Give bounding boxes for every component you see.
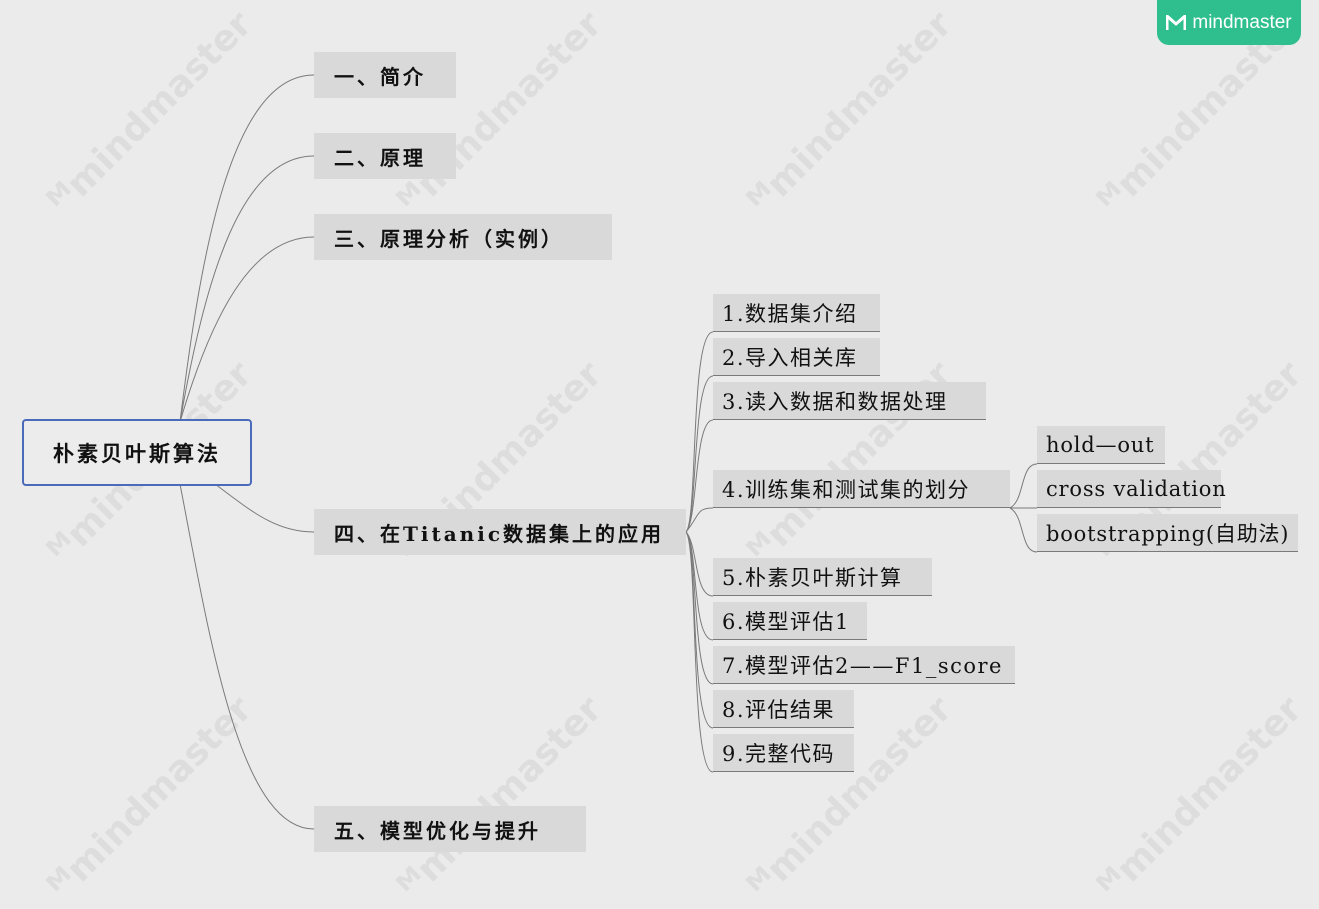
main-topic-titanic-application[interactable]: 四、在Titanic数据集上的应用 bbox=[314, 509, 686, 555]
sub-topic-model-eval-1[interactable]: 6.模型评估1 bbox=[713, 602, 867, 640]
sub-topic-import-libs[interactable]: 2.导入相关库 bbox=[713, 338, 880, 376]
connector-sub4-leaf-3 bbox=[1009, 507, 1038, 553]
root-topic[interactable]: 朴素贝叶斯算法 bbox=[22, 419, 252, 486]
main-topic-intro[interactable]: 一、简介 bbox=[314, 52, 456, 98]
connector-root-main-2 bbox=[179, 155, 315, 423]
connector-main4-sub-2 bbox=[685, 375, 714, 533]
sub-topic-eval-results[interactable]: 8.评估结果 bbox=[713, 690, 854, 728]
sub-topic-dataset-intro[interactable]: 1.数据集介绍 bbox=[713, 294, 880, 332]
mindmaster-brand-badge[interactable]: mindmaster bbox=[1157, 0, 1301, 45]
leaf-topic-cross-validation[interactable]: cross validation bbox=[1037, 470, 1226, 508]
leaf-topic-hold-out[interactable]: hold—out bbox=[1037, 426, 1165, 464]
mindmap-connectors bbox=[179, 74, 1038, 830]
sub-topic-train-test-split[interactable]: 4.训练集和测试集的划分 bbox=[713, 470, 1010, 508]
connector-main4-sub-9 bbox=[685, 531, 714, 773]
connector-root-main-3 bbox=[179, 236, 315, 423]
sub-topic-full-code[interactable]: 9.完整代码 bbox=[713, 734, 854, 772]
leaf-topic-bootstrapping[interactable]: bootstrapping(自助法) bbox=[1037, 514, 1298, 552]
connector-root-main-4 bbox=[214, 483, 315, 533]
connector-root-main-5 bbox=[179, 483, 315, 830]
connector-main4-sub-1 bbox=[685, 331, 714, 533]
main-topic-analysis[interactable]: 三、原理分析（实例） bbox=[314, 214, 612, 260]
sub-topic-model-eval-2[interactable]: 7.模型评估2——F1_score bbox=[713, 646, 1015, 684]
connector-main4-sub-3 bbox=[685, 419, 714, 533]
main-topic-principle[interactable]: 二、原理 bbox=[314, 133, 456, 179]
connector-main4-sub-7 bbox=[685, 531, 714, 685]
sub-topic-naive-bayes-calc[interactable]: 5.朴素贝叶斯计算 bbox=[713, 558, 932, 596]
sub-topic-read-data[interactable]: 3.读入数据和数据处理 bbox=[713, 382, 986, 420]
connector-root-main-1 bbox=[179, 74, 315, 423]
connector-main4-sub-8 bbox=[685, 531, 714, 729]
brand-name: mindmaster bbox=[1192, 11, 1292, 33]
main-topic-optimization[interactable]: 五、模型优化与提升 bbox=[314, 806, 586, 852]
connector-sub4-leaf-1 bbox=[1009, 463, 1038, 509]
connector-main4-sub-4 bbox=[685, 507, 714, 533]
mindmaster-logo-icon bbox=[1166, 14, 1187, 30]
